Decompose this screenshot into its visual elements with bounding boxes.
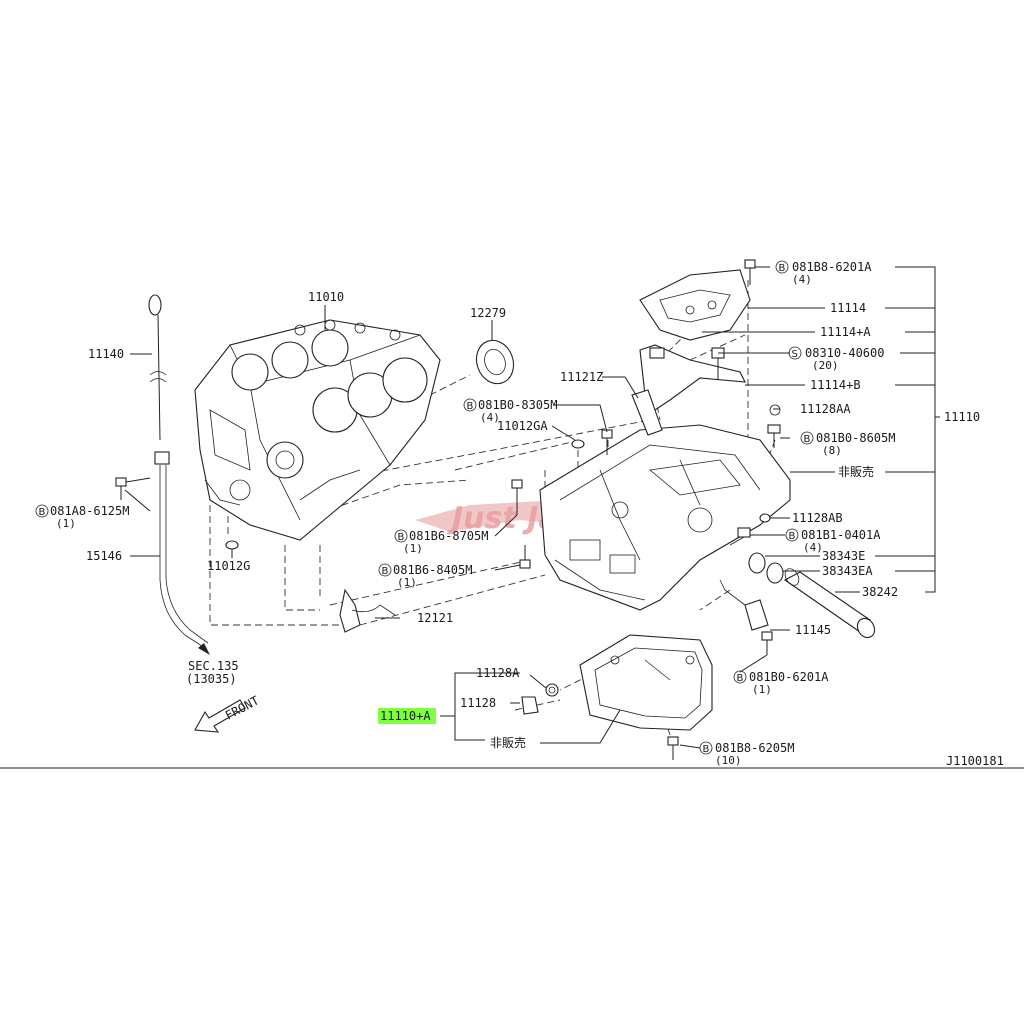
label-not-sold-upper: 非販売	[838, 464, 874, 479]
label-bolt-b8-6201: 081B8-6201A	[792, 260, 872, 274]
lower-pan-bolt-drawing	[667, 736, 679, 760]
label-bolt-b6-8405: 081B6-8405M	[393, 563, 472, 577]
svg-text:B: B	[779, 263, 786, 274]
label-bolt-b1-0401: 081B1-0401A	[801, 528, 881, 542]
label-dipstick: 11140	[88, 347, 124, 361]
svg-text:(1): (1)	[403, 542, 423, 555]
lower-oil-pan-drawing	[579, 634, 713, 731]
label-screw-s: 08310-40600	[805, 346, 884, 360]
svg-text:B: B	[467, 401, 474, 412]
label-bolt-b0-8605: 081B0-8605M	[816, 431, 895, 445]
label-diagram-id: J1100181	[946, 754, 1004, 768]
baffle-plate-drawing	[639, 269, 751, 341]
label-assy-11110: 11110	[944, 410, 980, 424]
label-plug-g: 11012G	[207, 559, 250, 573]
label-not-sold-lower: 非販売	[490, 735, 526, 750]
label-bolt-b0-8305: 081B0-8305M	[478, 398, 557, 412]
label-guide-tube: 15146	[86, 549, 122, 563]
label-tube-z: 11121Z	[560, 370, 603, 384]
svg-text:B: B	[382, 566, 389, 577]
knock-sensor-drawing	[339, 588, 396, 633]
label-bolt-a8: 081A8-6125M	[50, 504, 129, 518]
label-block: 11010	[308, 290, 344, 304]
o-rings-and-pipe-drawing	[748, 552, 876, 639]
label-lower-pan: 11110+A	[380, 709, 431, 723]
label-drain-plug: 11128	[460, 696, 496, 710]
svg-text:B: B	[398, 532, 405, 543]
label-sensor-11145: 11145	[795, 623, 831, 637]
rear-oil-seal-drawing	[475, 339, 515, 385]
svg-text:B: B	[804, 434, 811, 445]
plug-11012g-drawing	[225, 540, 239, 558]
oil-level-sensor-drawing	[719, 579, 773, 655]
svg-text:(4): (4)	[803, 541, 823, 554]
strainer-tube-drawing	[631, 389, 663, 436]
svg-text:(4): (4)	[792, 273, 812, 286]
svg-text:B: B	[789, 531, 796, 542]
svg-text:(4): (4)	[480, 411, 500, 424]
cylinder-block-drawing	[194, 319, 441, 541]
svg-text:(13035): (13035)	[186, 672, 237, 686]
part-labels: 11010 12279 11140 B 081A8-6125M (1) 1514…	[35, 260, 1004, 768]
label-bolt-b8-6205: 081B8-6205M	[715, 741, 794, 755]
svg-text:(1): (1)	[56, 517, 76, 530]
label-washer-aa: 11128AA	[800, 402, 851, 416]
label-front: FRONT	[223, 693, 261, 722]
lower-pan-highlight	[378, 708, 436, 724]
label-bolt-b0-6201: 081B0-6201A	[749, 670, 829, 684]
bolt-circle-b	[35, 504, 49, 518]
label-washer-ab: 11128AB	[792, 511, 843, 525]
dipstick-drawing	[148, 294, 167, 441]
svg-text:(20): (20)	[812, 359, 839, 372]
leader-lines	[124, 266, 940, 749]
label-tube-38242: 38242	[862, 585, 898, 599]
label-sec-ref: SEC.135	[188, 659, 239, 673]
svg-text:(1): (1)	[752, 683, 772, 696]
label-oring-ea: 38343EA	[822, 564, 873, 578]
label-baffle: 11114	[830, 301, 866, 315]
svg-text:(10): (10)	[715, 754, 742, 767]
label-plug-ga: 11012GA	[497, 419, 548, 433]
svg-text:(1): (1)	[397, 576, 417, 589]
baffle-b-drawing	[639, 344, 746, 411]
svg-text:B: B	[737, 673, 744, 684]
svg-text:B: B	[39, 507, 46, 518]
upper-oil-pan-drawing	[539, 424, 791, 611]
label-baffle-a: 11114+A	[820, 325, 871, 339]
label-oring-e: 38343E	[822, 549, 865, 563]
svg-text:S: S	[792, 349, 798, 360]
washer-ab-and-bolt-drawing	[729, 513, 771, 546]
front-arrow	[194, 699, 246, 733]
label-seal: 12279	[470, 306, 506, 320]
label-baffle-b: 11114+B	[810, 378, 861, 392]
label-bolt-b6-8705: 081B6-8705M	[409, 529, 488, 543]
dipstick-guide-tube-drawing	[154, 451, 210, 655]
bolt-081a8-drawing	[115, 477, 151, 500]
svg-text:B: B	[703, 744, 710, 755]
label-sensor: 12121	[417, 611, 453, 625]
label-washer-a: 11128A	[476, 666, 520, 680]
svg-text:(8): (8)	[822, 444, 842, 457]
drain-plug-drawing	[521, 683, 559, 715]
